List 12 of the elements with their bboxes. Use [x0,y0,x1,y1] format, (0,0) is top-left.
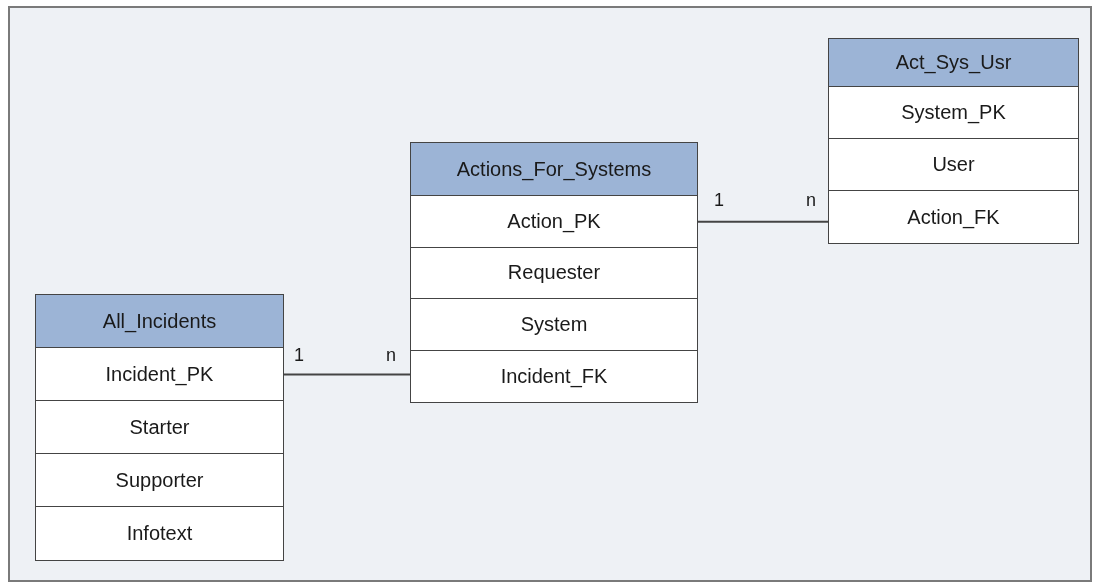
table-header: Actions_For_Systems [411,143,697,196]
connector-line [282,373,412,376]
cardinality-label: 1 [294,345,304,365]
table-header: All_Incidents [36,295,283,348]
cardinality-label: n [386,345,396,365]
table [828,38,1079,244]
table [35,294,284,561]
table [410,142,698,403]
cardinality-label: 1 [714,190,724,210]
cardinality-label: n [806,190,816,210]
connector-line [696,220,830,223]
table-header: Act_Sys_Usr [829,39,1078,87]
